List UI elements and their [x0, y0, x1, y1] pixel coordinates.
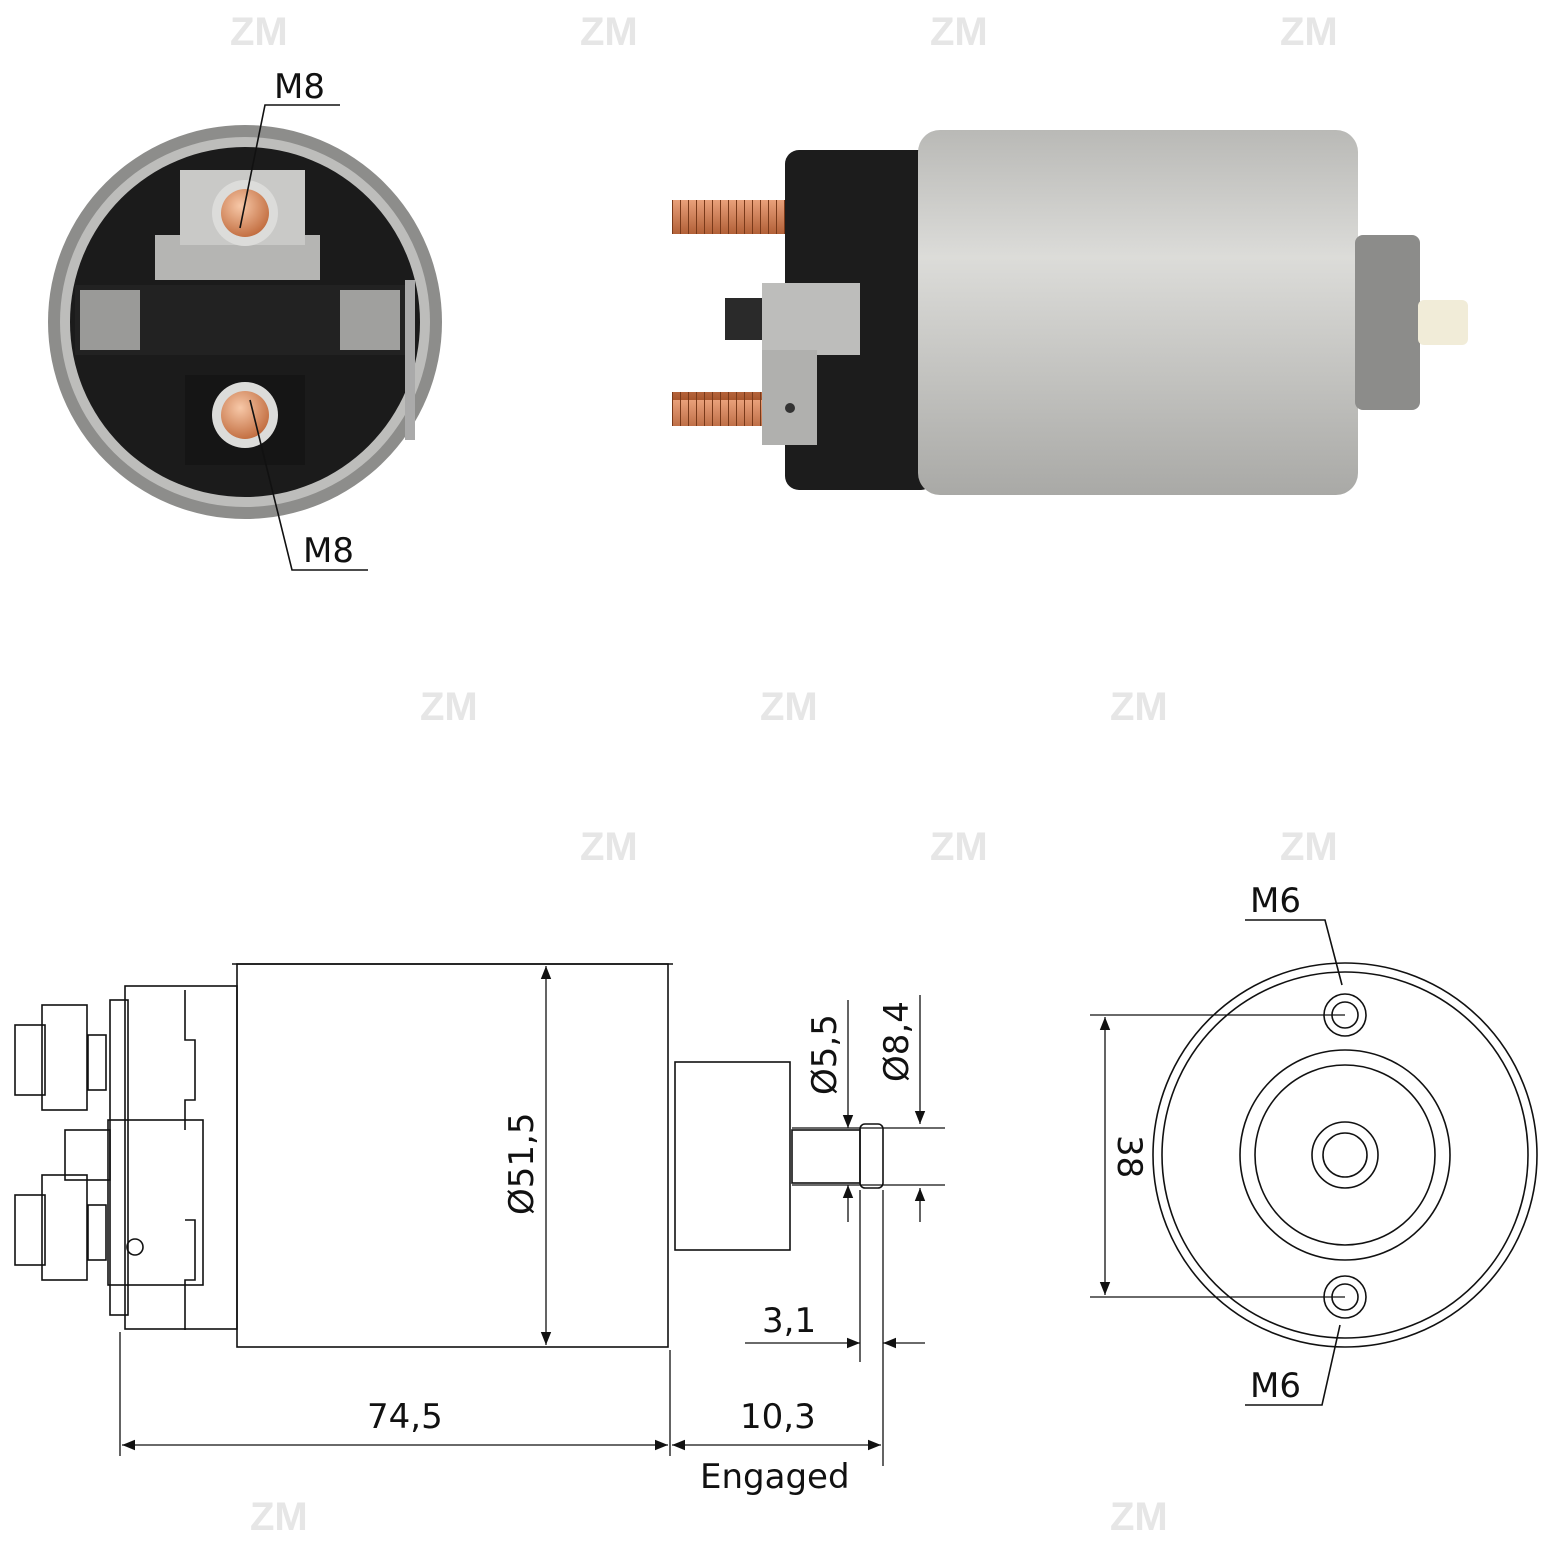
watermark: ZM [1280, 825, 1338, 869]
hole-label: M6 [1250, 1366, 1301, 1406]
dimension-label: 38 [1109, 1135, 1149, 1178]
dimension-label: 10,3 [740, 1397, 816, 1437]
watermark-layer: ZM ZM ZM ZM ZM ZM ZM ZM ZM ZM ZM ZM [230, 10, 1338, 1539]
dimension-label: Ø5,5 [805, 1014, 845, 1095]
watermark: ZM [230, 10, 288, 54]
photo-side-view [672, 130, 1468, 495]
dimension-label: 74,5 [367, 1397, 443, 1437]
watermark: ZM [930, 825, 988, 869]
watermark: ZM [420, 685, 478, 729]
drawing-side-view [14, 963, 884, 1348]
label-m6-bottom: M6 [1245, 1324, 1341, 1406]
drawing-end-view [1152, 962, 1538, 1348]
dimension-head-diameter: Ø8,4 [877, 995, 926, 1222]
dimension-head-thickness: 3,1 [745, 1190, 925, 1466]
watermark: ZM [1280, 10, 1338, 54]
terminal-label: M8 [274, 67, 325, 107]
dimension-plunger-travel: 10,3 Engaged [672, 1397, 881, 1497]
dimension-label: Ø8,4 [877, 1001, 917, 1082]
dimension-hole-spacing: 38 [1090, 1014, 1345, 1298]
watermark: ZM [580, 825, 638, 869]
dimension-body-diameter: Ø51,5 [502, 966, 552, 1345]
dimension-label: 3,1 [762, 1301, 816, 1341]
dimension-label: Ø51,5 [502, 1113, 542, 1215]
dimension-body-length: 74,5 [119, 1332, 671, 1456]
watermark: ZM [760, 685, 818, 729]
watermark: ZM [1110, 1495, 1168, 1539]
watermark: ZM [1110, 685, 1168, 729]
label-m8-bottom: M8 [249, 399, 368, 571]
watermark: ZM [930, 10, 988, 54]
watermark: ZM [250, 1495, 308, 1539]
hole-label: M6 [1250, 881, 1301, 921]
label-m6-top: M6 [1245, 881, 1343, 986]
terminal-label: M8 [303, 531, 354, 571]
solenoid-body [918, 130, 1358, 495]
photo-end-view [48, 125, 442, 519]
plunger-state-label: Engaged [700, 1457, 850, 1497]
dimension-shaft-diameter: Ø5,5 [792, 1000, 945, 1222]
watermark: ZM [580, 10, 638, 54]
label-m8-top: M8 [239, 67, 340, 229]
